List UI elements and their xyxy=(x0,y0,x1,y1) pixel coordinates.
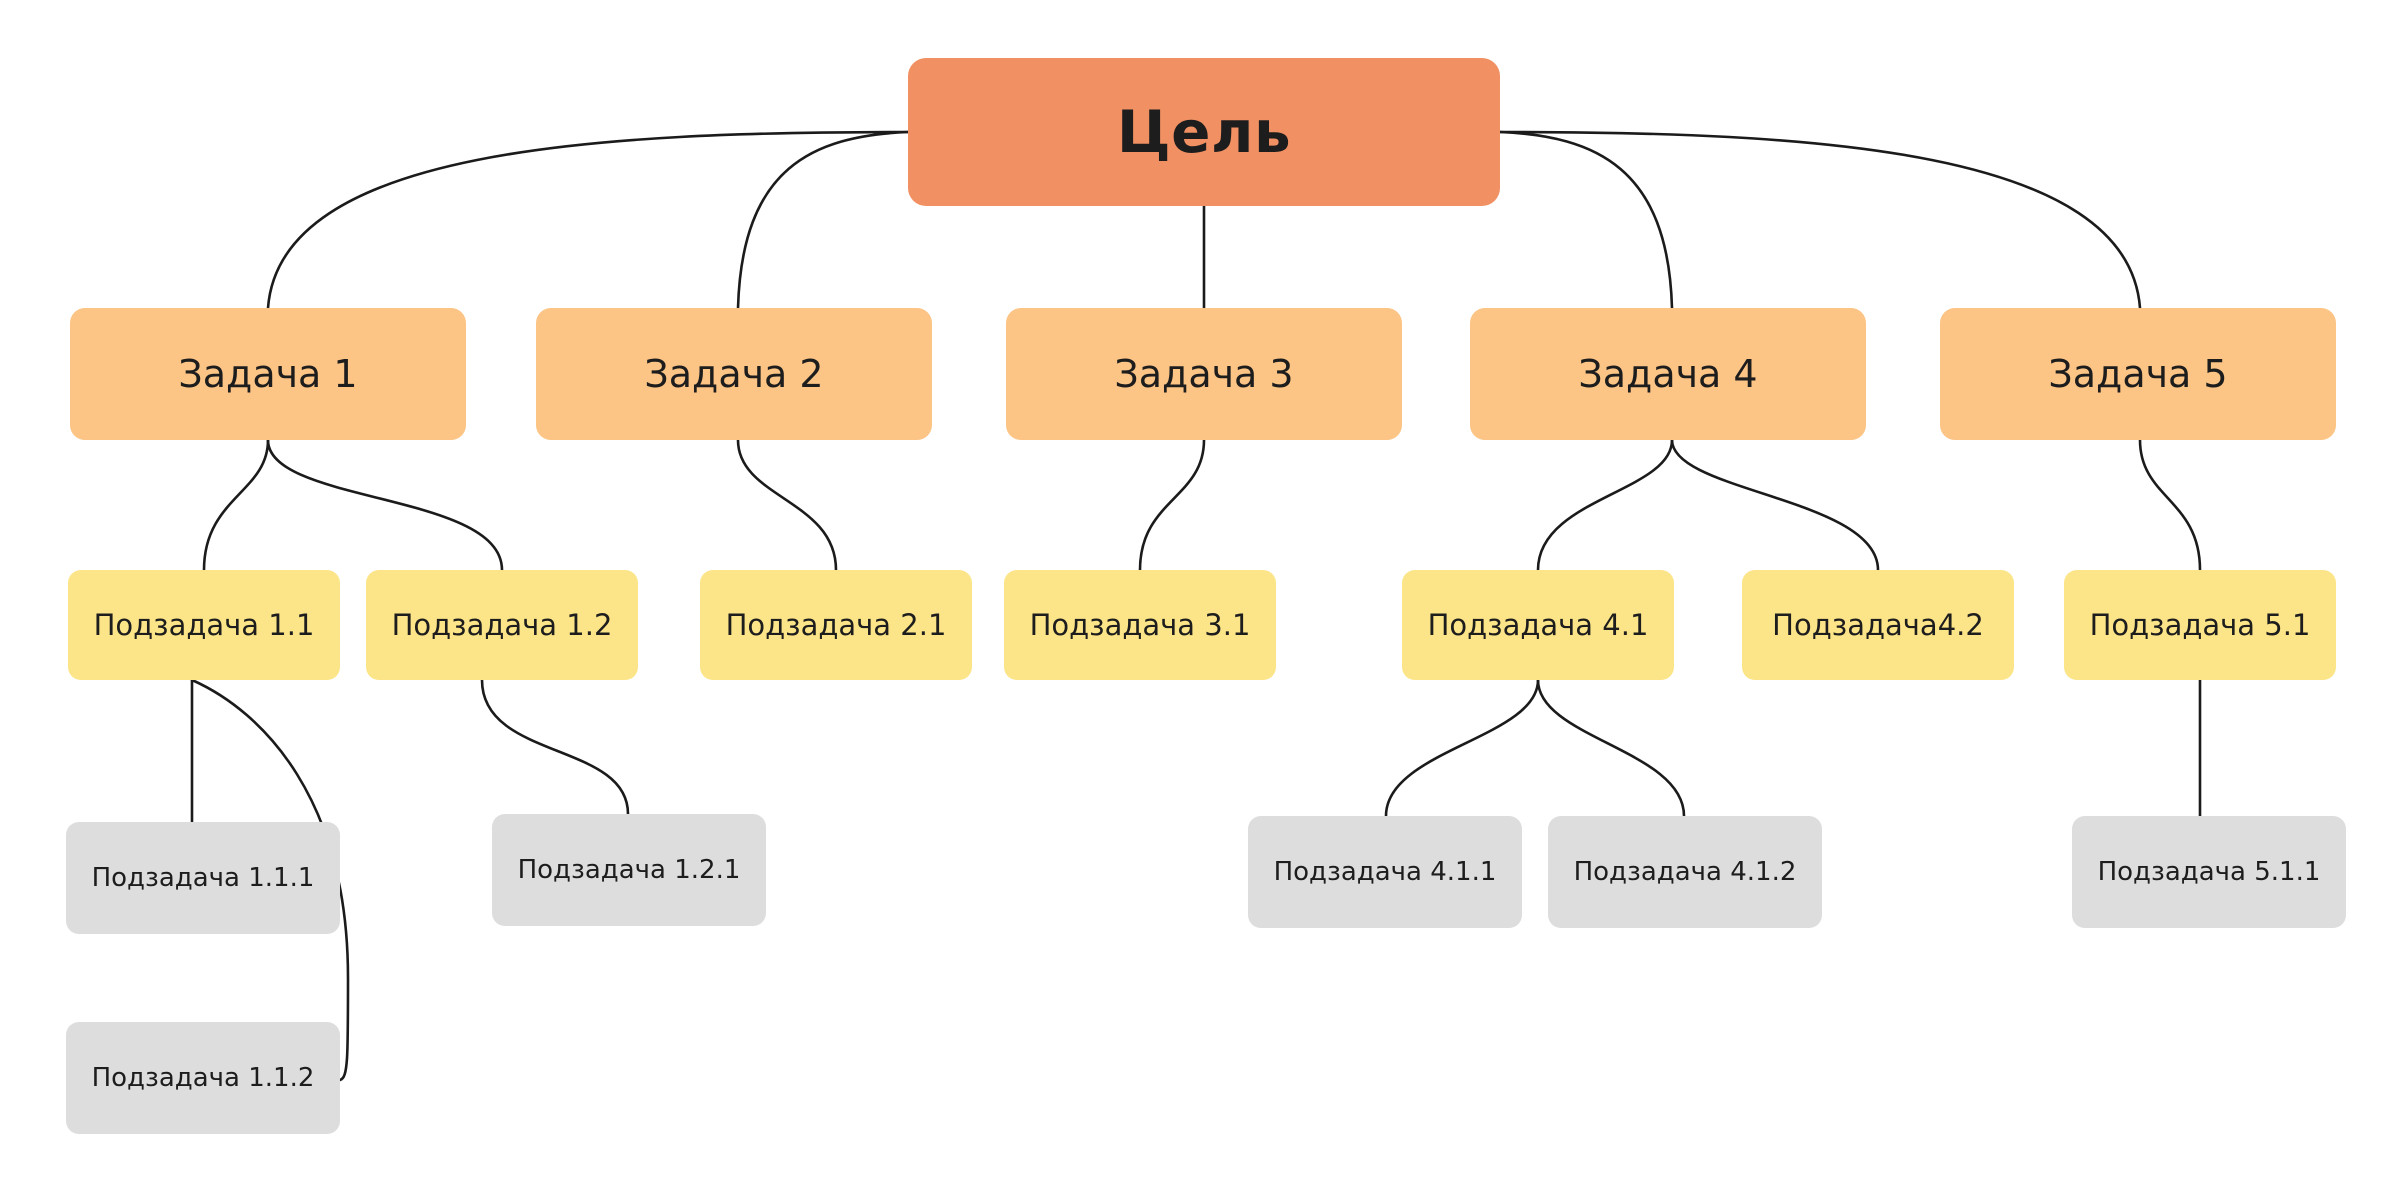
node-subtask-1-1[interactable]: Подзадача 1.1 xyxy=(68,570,340,680)
node-subtask-2-1[interactable]: Подзадача 2.1 xyxy=(700,570,972,680)
edge-t3-to-s31 xyxy=(1138,438,1206,572)
node-task-2[interactable]: Задача 2 xyxy=(536,308,932,440)
edge-t1-to-s12 xyxy=(266,438,504,572)
node-label: Задача 1 xyxy=(178,352,358,396)
node-subtask-4-2[interactable]: Подзадача4.2 xyxy=(1742,570,2014,680)
edge-s12-to-g121 xyxy=(480,678,630,816)
edge-t4-to-s41 xyxy=(1536,438,1674,572)
edge-root-to-t1 xyxy=(266,130,910,310)
node-label: Задача 3 xyxy=(1114,352,1294,396)
edge-t2-to-s21 xyxy=(736,438,838,572)
node-subtask-4-1-1[interactable]: Подзадача 4.1.1 xyxy=(1248,816,1522,928)
node-subtask-3-1[interactable]: Подзадача 3.1 xyxy=(1004,570,1276,680)
node-label: Подзадача 1.1 xyxy=(93,608,315,642)
node-label: Задача 5 xyxy=(2048,352,2228,396)
node-label: Подзадача 3.1 xyxy=(1029,608,1251,642)
node-task-5[interactable]: Задача 5 xyxy=(1940,308,2336,440)
node-subtask-1-2[interactable]: Подзадача 1.2 xyxy=(366,570,638,680)
node-subtask-5-1[interactable]: Подзадача 5.1 xyxy=(2064,570,2336,680)
node-label: Подзадача 1.1.2 xyxy=(91,1063,315,1093)
node-subtask-1-1-2[interactable]: Подзадача 1.1.2 xyxy=(66,1022,340,1134)
node-label: Подзадача 1.2 xyxy=(391,608,613,642)
node-subtask-5-1-1[interactable]: Подзадача 5.1.1 xyxy=(2072,816,2346,928)
edge-s41-to-g411 xyxy=(1384,678,1540,818)
node-subtask-4-1-2[interactable]: Подзадача 4.1.2 xyxy=(1548,816,1822,928)
node-label: Подзадача 5.1.1 xyxy=(2097,857,2321,887)
edge-t1-to-s11 xyxy=(202,438,270,572)
node-goal[interactable]: Цель xyxy=(908,58,1500,206)
node-label: Подзадача 4.1.2 xyxy=(1573,857,1797,887)
node-label: Подзадача 1.2.1 xyxy=(517,855,741,885)
edge-s41-to-g412 xyxy=(1536,678,1686,818)
node-label: Подзадача 4.1 xyxy=(1427,608,1649,642)
node-subtask-1-1-1[interactable]: Подзадача 1.1.1 xyxy=(66,822,340,934)
node-task-4[interactable]: Задача 4 xyxy=(1470,308,1866,440)
edge-root-to-t5 xyxy=(1498,130,2142,310)
node-label: Подзадача 5.1 xyxy=(2089,608,2311,642)
node-label: Подзадача4.2 xyxy=(1772,608,1984,642)
node-label: Задача 2 xyxy=(644,352,824,396)
node-subtask-4-1[interactable]: Подзадача 4.1 xyxy=(1402,570,1674,680)
node-subtask-1-2-1[interactable]: Подзадача 1.2.1 xyxy=(492,814,766,926)
node-label: Задача 4 xyxy=(1578,352,1758,396)
node-label: Подзадача 1.1.1 xyxy=(91,863,315,893)
node-label: Подзадача 4.1.1 xyxy=(1273,857,1497,887)
edge-t4-to-s42 xyxy=(1670,438,1880,572)
node-label: Подзадача 2.1 xyxy=(725,608,947,642)
node-task-3[interactable]: Задача 3 xyxy=(1006,308,1402,440)
edge-t5-to-s51 xyxy=(2138,438,2202,572)
node-task-1[interactable]: Задача 1 xyxy=(70,308,466,440)
edge-root-to-t4 xyxy=(1498,130,1674,310)
node-label: Цель xyxy=(1116,98,1292,166)
edge-root-to-t2 xyxy=(736,130,910,310)
